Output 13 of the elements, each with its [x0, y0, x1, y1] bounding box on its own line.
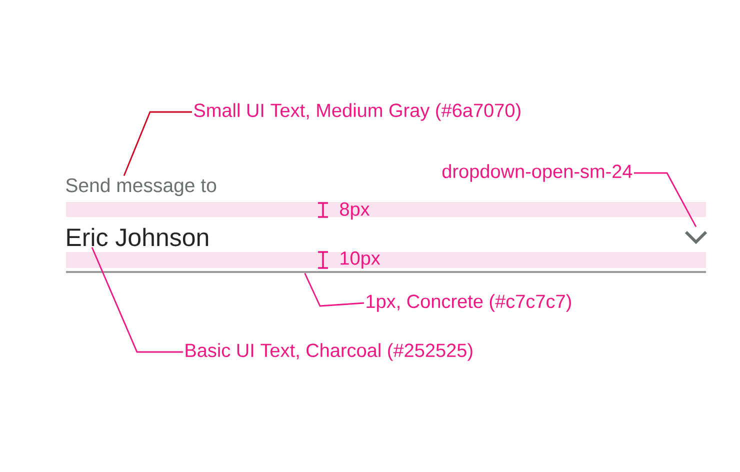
- underline-rule: [66, 271, 706, 273]
- annotation-text: 1px, Concrete (#c7c7c7): [366, 294, 571, 312]
- annotation-text: Small UI Text, Medium Gray (#6a7070): [194, 103, 520, 121]
- leader-line: [123, 111, 192, 176]
- annotation-text: dropdown-open-sm-24: [442, 164, 632, 182]
- ui-text: Eric Johnson: [67, 228, 208, 246]
- annotation-text: Basic UI Text, Charcoal (#252525): [186, 343, 472, 361]
- chevron-icon: [684, 230, 708, 244]
- ui-text: Send message to: [66, 178, 216, 196]
- leader-line: [91, 247, 183, 353]
- leader-line: [304, 272, 364, 307]
- dimension-label: 8px: [340, 202, 370, 220]
- leader-line: [634, 172, 697, 228]
